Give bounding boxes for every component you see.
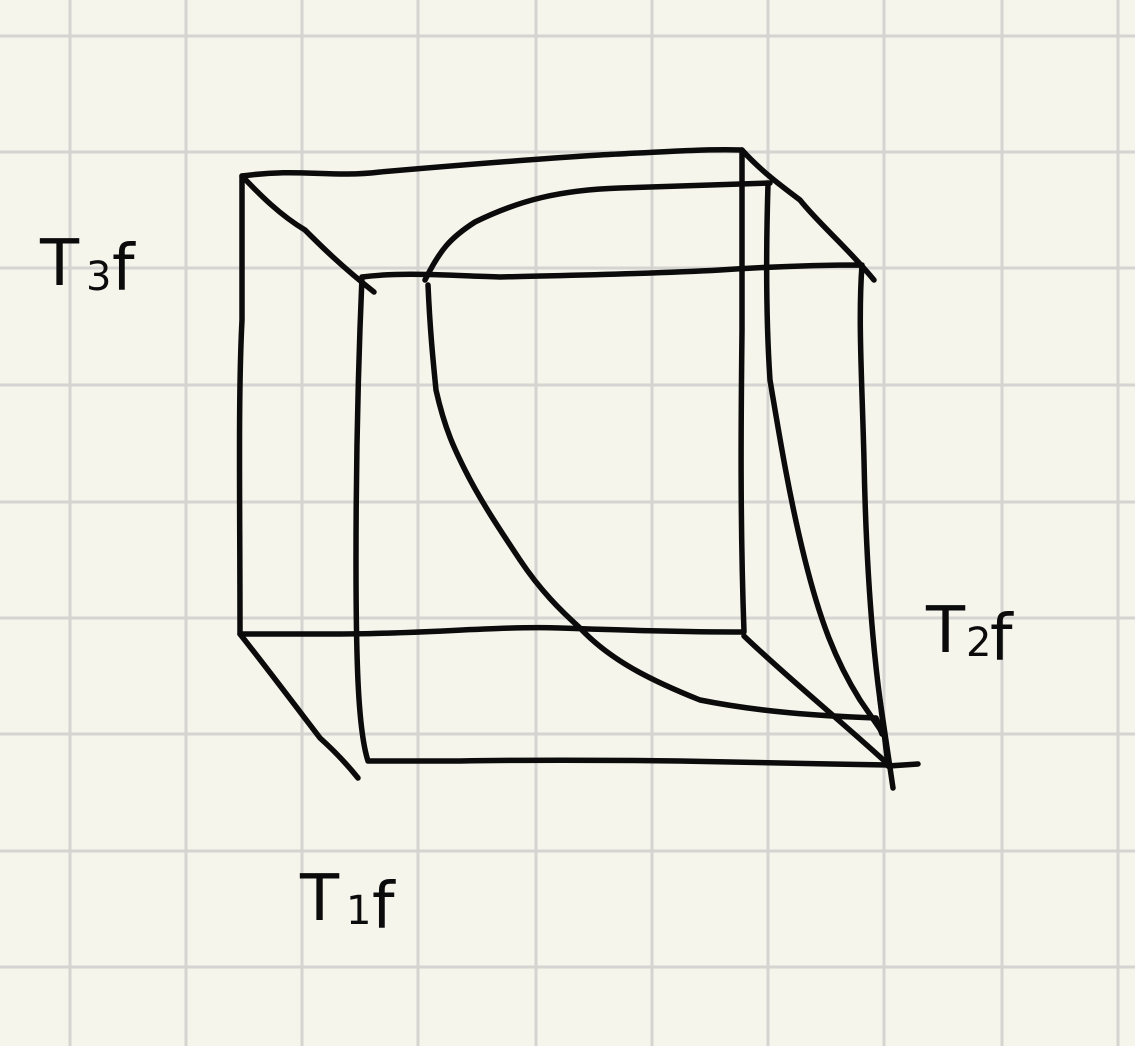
label-t3f-sub: 3 (86, 254, 111, 300)
edge-bottom-extend (885, 761, 921, 769)
edge-bottom-left (237, 631, 361, 781)
edge-right-extend (877, 697, 896, 791)
label-t2f-main: T (925, 594, 966, 668)
label-t1f-sub: 1 (346, 888, 371, 934)
label-t3f: T 3 f (39, 227, 142, 306)
curve-surface-left (425, 282, 885, 737)
label-t1f: T 1 f (299, 862, 402, 944)
edge-top-right (739, 147, 877, 283)
edge-top-left (239, 173, 377, 295)
label-t2f-tail: f (990, 602, 1014, 676)
front-face (353, 262, 891, 768)
cube-drawing (236, 147, 921, 791)
curve-surface-right (763, 181, 887, 738)
label-t1f-main: T (299, 862, 340, 936)
label-t1f-tail: f (372, 870, 396, 944)
label-t2f: T 2 f (925, 594, 1020, 676)
label-t3f-main: T (39, 227, 80, 301)
back-face (236, 147, 747, 637)
label-t2f-sub: 2 (966, 620, 991, 666)
edge-bottom-right (741, 633, 893, 769)
curve-surface-top (422, 180, 773, 283)
